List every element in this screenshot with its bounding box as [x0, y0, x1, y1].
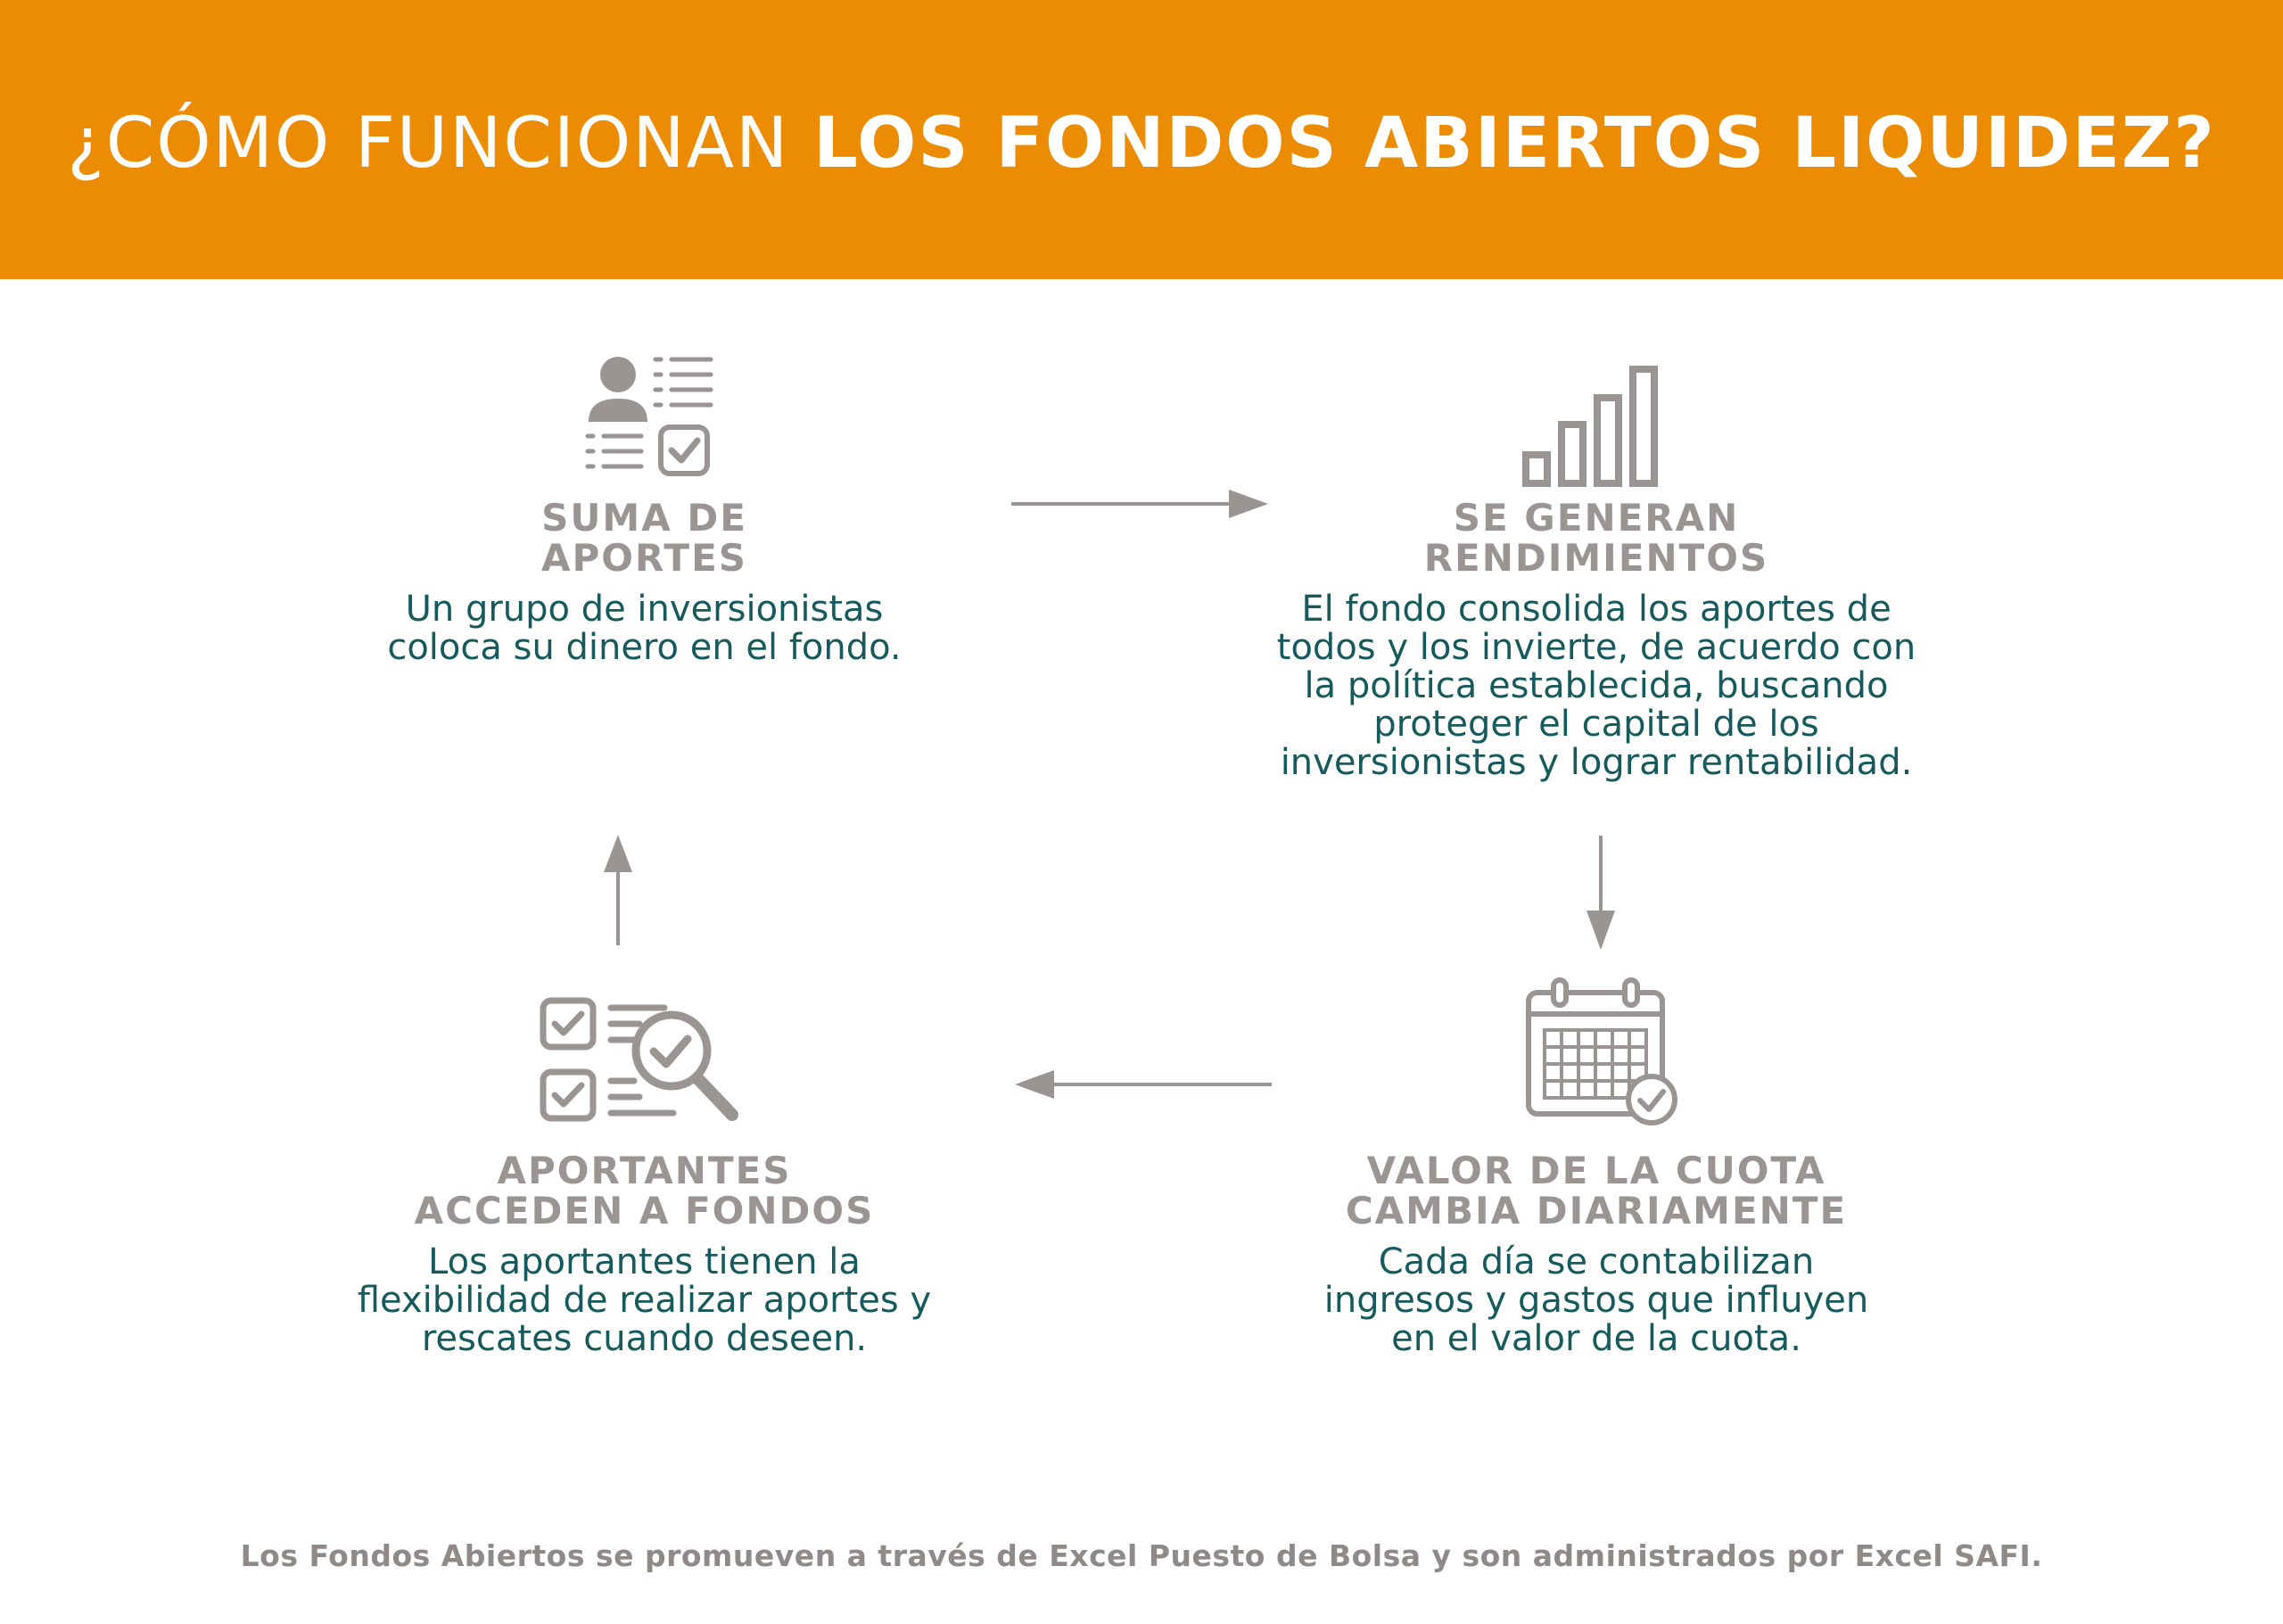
- step-valor-cuota: VALOR DE LA CUOTA CAMBIA DIARIAMENTE Cad…: [1204, 1150, 1989, 1358]
- step-heading: SE GENERAN RENDIMIENTOS: [1423, 496, 1769, 580]
- step-description: Los aportantes tienen la flexibilidad de…: [357, 1241, 932, 1359]
- calendar-check-icon: [1526, 977, 1677, 1125]
- step-heading: APORTANTES ACCEDEN A FONDOS: [414, 1149, 875, 1232]
- step-suma-aportes: SUMA DE APORTES Un grupo de inversionist…: [268, 498, 1021, 667]
- arrow-up: [604, 835, 632, 945]
- bar-chart-icon: [1522, 366, 1658, 487]
- footer-disclaimer: Los Fondos Abiertos se promueven a travé…: [240, 1538, 2043, 1573]
- step-description: Cada día se contabilizan ingresos y gast…: [1323, 1241, 1869, 1359]
- step-aportantes-acceden: APORTANTES ACCEDEN A FONDOS Los aportant…: [268, 1150, 1021, 1358]
- step-description: El fondo consolida los aportes de todos …: [1276, 589, 1916, 783]
- arrow-down: [1587, 836, 1615, 950]
- checklist-search-icon: [540, 997, 738, 1122]
- title-light: ¿CÓMO FUNCIONAN: [67, 103, 814, 184]
- step-description: Un grupo de inversionistas coloca su din…: [387, 589, 902, 668]
- arrow-right: [1011, 490, 1268, 518]
- investor-list-icon: [585, 357, 713, 476]
- step-heading: SUMA DE APORTES: [540, 496, 748, 580]
- page-title: ¿CÓMO FUNCIONAN LOS FONDOS ABIERTOS LIQU…: [67, 103, 2215, 184]
- arrow-left: [1015, 1070, 1272, 1099]
- step-heading: VALOR DE LA CUOTA CAMBIA DIARIAMENTE: [1345, 1149, 1848, 1232]
- title-bold: LOS FONDOS ABIERTOS LIQUIDEZ?: [813, 103, 2216, 184]
- step-generan-rendimientos: SE GENERAN RENDIMIENTOS El fondo consoli…: [1150, 498, 2042, 782]
- header-banner: ¿CÓMO FUNCIONAN LOS FONDOS ABIERTOS LIQU…: [0, 0, 2283, 279]
